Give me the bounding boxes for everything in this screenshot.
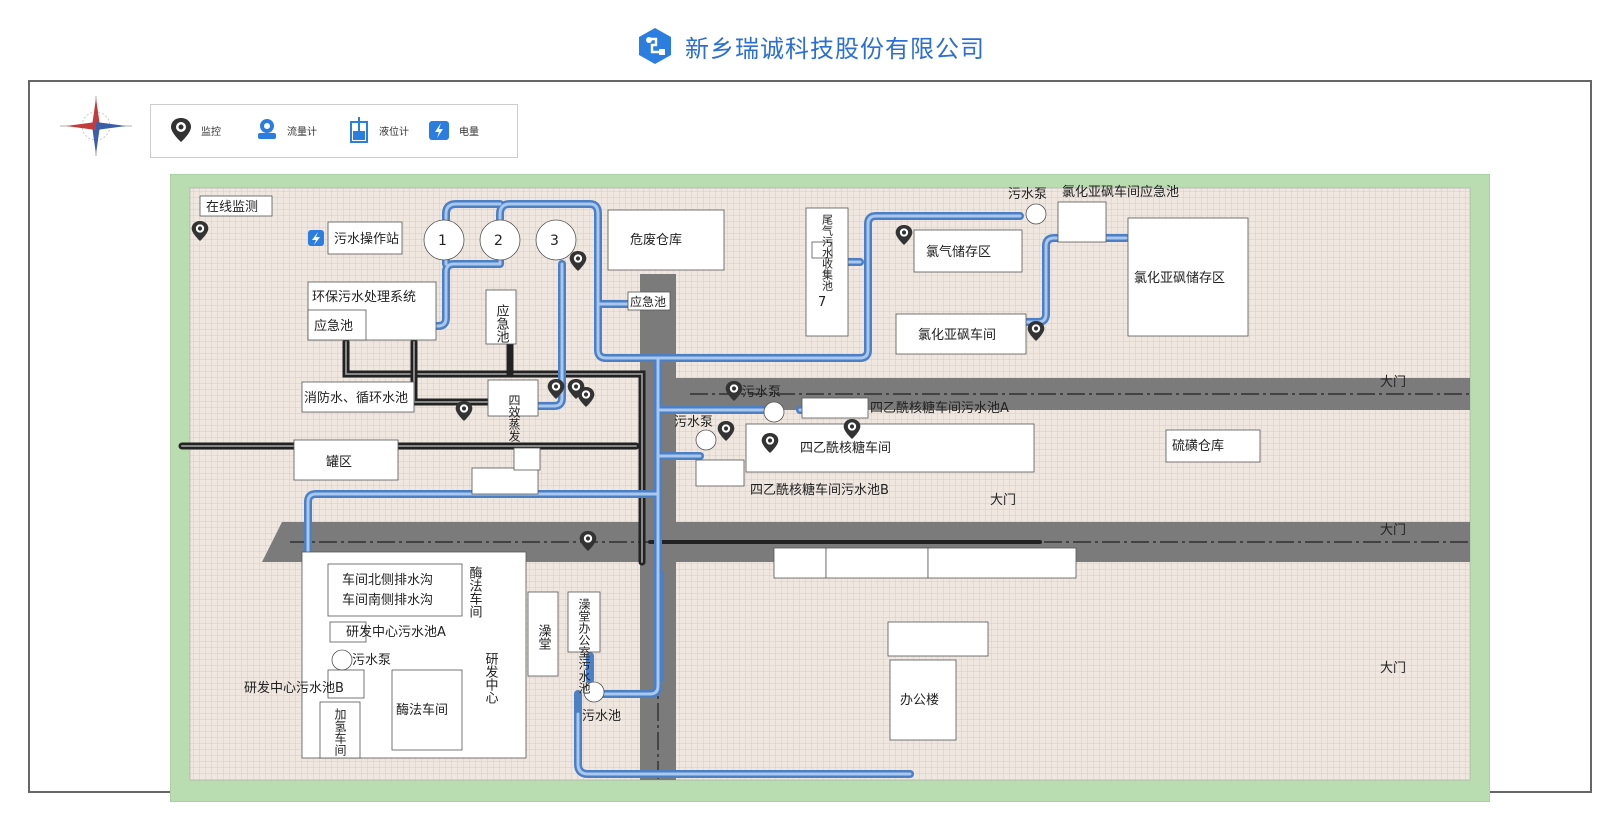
label-sucrose-pool-b: 四乙酰核糖车间污水池B — [750, 482, 889, 498]
label-tail-gas-pool: 尾气污水收集池 — [821, 214, 834, 291]
label-office-building: 办公楼 — [900, 693, 939, 708]
label-gate-2: 大门 — [990, 493, 1016, 508]
legend-panel: 监控 流量计 液位计 电量 — [150, 104, 518, 158]
company-logo-icon — [639, 28, 671, 64]
label-gate-3: 大门 — [1380, 523, 1406, 538]
label-sewage-pump-2: 污水泵 — [742, 385, 781, 400]
label-rd-pool-b: 研发中心污水池B — [244, 680, 344, 696]
label-sucrose-workshop: 四乙酰核糖车间 — [800, 440, 891, 456]
buildings — [199, 195, 1261, 759]
legend-label: 电量 — [459, 126, 479, 138]
label-sewage-pump-3: 污水泵 — [674, 415, 713, 430]
label-hazard-warehouse: 危废仓库 — [630, 232, 682, 248]
label-tank-area: 罐区 — [326, 455, 352, 470]
legend-item-power[interactable]: 电量 — [427, 113, 479, 147]
label-bathhouse: 澡堂 — [536, 624, 552, 650]
label-sewage-pump-1: 污水泵 — [1008, 187, 1047, 202]
label-emergency-pool-3: 应急池 — [494, 303, 510, 343]
compass-icon — [60, 96, 132, 156]
tanks — [331, 203, 1047, 703]
power-icon[interactable] — [308, 230, 324, 246]
label-sewage-pool: 污水池 — [582, 709, 621, 724]
label-enzyme-workshop-1: 酶法车间 — [467, 565, 483, 618]
legend-label: 液位计 — [379, 126, 409, 138]
label-sewage-pump-4: 污水泵 — [352, 653, 391, 668]
legend-item-flowmeter[interactable]: 流量计 — [255, 113, 317, 147]
label-sulfone-storage: 氯化亚砜储存区 — [1134, 271, 1225, 286]
label-online-monitor: 在线监测 — [206, 200, 258, 215]
label-gate-1: 大门 — [1380, 375, 1406, 390]
label-chlorine-storage: 氯气储存区 — [926, 244, 991, 260]
label-sulfur-warehouse: 硫磺仓库 — [1172, 438, 1224, 454]
label-ditch-south: 车间南侧排水沟 — [342, 592, 433, 608]
page-header: 新乡瑞诚科技股份有限公司 — [0, 18, 1620, 74]
label-tail-gas-num: 7 — [818, 295, 826, 310]
label-ditch-north: 车间北侧排水沟 — [342, 572, 433, 588]
label-sulfone-workshop: 氯化亚砜车间 — [918, 327, 996, 343]
label-rd-center: 研发中心 — [483, 652, 499, 704]
label-env-system: 环保污水处理系统 — [312, 290, 416, 305]
label-tank-3: 3 — [550, 233, 559, 249]
label-enzyme-workshop-2: 酶法车间 — [396, 702, 448, 718]
plant-map: 在线监测 污水操作站 环保污水处理系统 应急池 消防水、循环水池 罐区 危废仓库… — [170, 174, 1490, 802]
label-emergency-pool: 应急池 — [314, 318, 353, 334]
black-pipelines — [178, 338, 1042, 566]
label-sulfone-emergency: 氯化亚砜车间应急池 — [1062, 184, 1179, 200]
label-hydrogenation: 加氢车间 — [333, 708, 347, 756]
label-tank-1: 1 — [438, 233, 447, 249]
label-bath-office-pool: 澡堂办公室污水池 — [577, 598, 591, 694]
legend-label: 监控 — [201, 126, 221, 138]
power-icon — [429, 121, 449, 140]
level-gauge-icon — [350, 117, 368, 143]
label-emergency-pool-2: 应急池 — [630, 294, 666, 309]
label-sewage-station: 污水操作站 — [334, 231, 399, 247]
label-sucrose-pool-a: 四乙酰核糖车间污水池A — [870, 400, 1009, 416]
legend-item-level[interactable]: 液位计 — [347, 113, 409, 147]
legend-label: 流量计 — [287, 126, 317, 138]
label-gate-4: 大门 — [1380, 661, 1406, 676]
company-name: 新乡瑞诚科技股份有限公司 — [685, 34, 985, 63]
legend-item-monitor[interactable]: 监控 — [169, 113, 221, 147]
label-fire-pool: 消防水、循环水池 — [304, 390, 408, 406]
label-tank-2: 2 — [494, 233, 503, 249]
flowmeter-icon — [258, 119, 276, 139]
label-rd-pool-a: 研发中心污水池A — [346, 624, 446, 640]
monitor-pin-icon — [171, 118, 191, 142]
label-four-effect: 四效蒸发 — [507, 394, 521, 442]
